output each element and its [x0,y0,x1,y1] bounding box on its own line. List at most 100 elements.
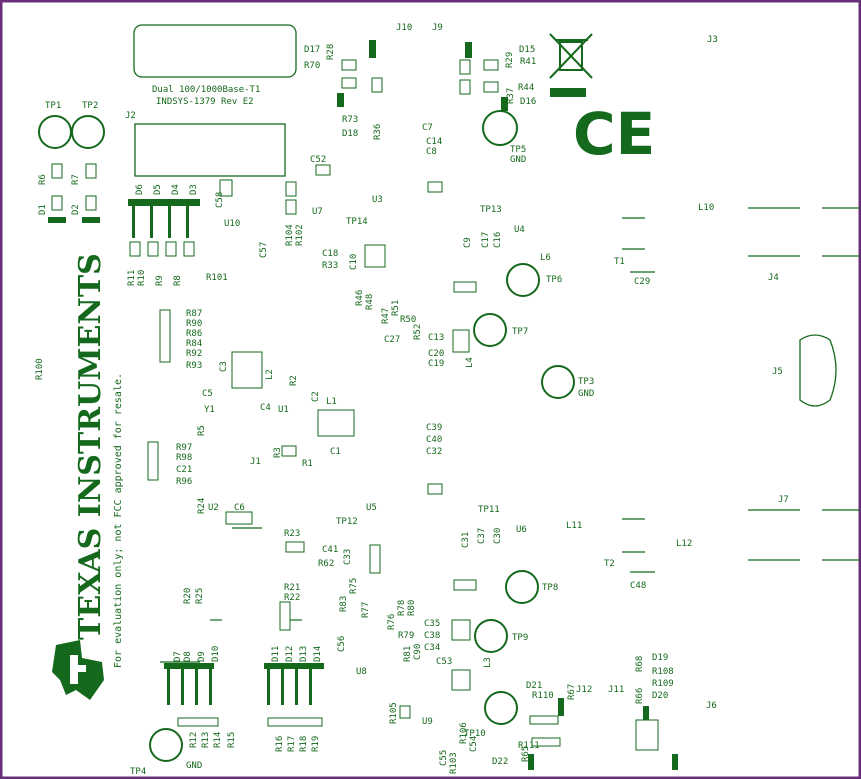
refdes-label: R81 [403,646,413,662]
refdes-label: U4 [514,225,525,235]
refdes-label: R73 [342,115,358,125]
refdes-label: U9 [422,717,433,727]
refdes-label: C29 [634,277,650,287]
refdes-label: R66 [635,688,645,704]
refdes-label: D17 [304,45,320,55]
refdes-label: D15 [519,45,535,55]
refdes-label: C90 [413,644,423,660]
refdes-label: C16 [493,232,503,248]
refdes-label: R13 [201,732,211,748]
refdes-label: R20 [183,588,193,604]
refdes-label: Y1 [204,405,215,415]
refdes-label: U3 [372,195,383,205]
refdes-label: TP13 [480,205,502,215]
title-box [133,24,297,78]
refdes-label: R108 [652,667,674,677]
refdes-label: L12 [676,539,692,549]
refdes-label: C35 [424,619,440,629]
refdes-label: J5 [772,367,783,377]
refdes-label: J6 [706,701,717,711]
refdes-label: R6 [38,174,48,185]
tp1-pad [38,115,72,149]
ti-logo [52,640,104,700]
j2-outline [134,123,286,177]
refdes-label: D1 [38,204,48,215]
refdes-label: R80 [407,600,417,616]
refdes-label: TP4 [130,767,146,777]
refdes-label: TP7 [512,327,528,337]
refdes-label: R87 [186,309,202,319]
refdes-label: D13 [299,646,309,662]
refdes-label: R48 [365,294,375,310]
refdes-label: R5 [197,425,207,436]
refdes-label: D3 [189,184,199,195]
refdes-label: C55 [439,750,449,766]
refdes-label: J4 [768,273,779,283]
refdes-label: R97 [176,443,192,453]
refdes-label: R51 [391,300,401,316]
tp6-pad [506,263,540,297]
refdes-label: U6 [516,525,527,535]
refdes-label: R79 [398,631,414,641]
refdes-label: L11 [566,521,582,531]
refdes-label: C32 [426,447,442,457]
refdes-label: C53 [436,657,452,667]
refdes-label: C37 [477,528,487,544]
refdes-label: R44 [518,83,534,93]
refdes-label: R15 [227,732,237,748]
refdes-label: J2 [125,111,136,121]
ce-mark: CE [573,100,655,168]
refdes-label: C5 [202,389,213,399]
refdes-label: C57 [259,242,269,258]
refdes-label: C39 [426,423,442,433]
refdes-label: R75 [349,578,359,594]
refdes-label: R46 [355,290,365,306]
refdes-label: C31 [461,532,471,548]
refdes-label: R8 [173,275,183,286]
refdes-label: L1 [326,397,337,407]
refdes-label: R37 [506,88,516,104]
refdes-label: R18 [299,736,309,752]
led-bars-bottom [164,663,324,705]
board-title: Dual 100/1000Base-T1 [152,85,260,95]
refdes-label: R36 [373,124,383,140]
refdes-label: R98 [176,453,192,463]
tp4-pad [149,728,183,762]
refdes-label: D19 [652,653,668,663]
refdes-label: R1 [302,459,313,469]
refdes-label: C18 [322,249,338,259]
refdes-label: D21 [526,681,542,691]
refdes-label: R96 [176,477,192,487]
refdes-label: R110 [532,691,554,701]
company-name: TEXAS INSTRUMENTS [73,253,108,640]
refdes-label: D16 [520,97,536,107]
refdes-label: C40 [426,435,442,445]
refdes-label: R104 [285,224,295,246]
refdes-label: C54 [469,736,479,752]
refdes-label: C34 [424,643,440,653]
refdes-label: C48 [630,581,646,591]
refdes-label: R100 [35,358,45,380]
refdes-label: R24 [197,498,207,514]
refdes-label: TP8 [542,583,558,593]
refdes-label: TP5 [510,145,526,155]
refdes-label: R10 [137,270,147,286]
refdes-label: D6 [135,184,145,195]
board-subtitle: INDSYS-1379 Rev E2 [156,97,254,107]
refdes-label: C1 [330,447,341,457]
refdes-label: C14 [426,137,442,147]
refdes-label: TP3 [578,377,594,387]
refdes-label: D14 [313,646,323,662]
refdes-label: R22 [284,593,300,603]
refdes-label: R90 [186,319,202,329]
refdes-label: C33 [343,549,353,565]
refdes-label: C4 [260,403,271,413]
refdes-label: J12 [576,685,592,695]
tp3-pad [541,365,575,399]
refdes-label: R21 [284,583,300,593]
refdes-label: C2 [311,391,321,402]
refdes-label: TP14 [346,217,368,227]
refdes-label: R62 [318,559,334,569]
refdes-label: C27 [384,335,400,345]
